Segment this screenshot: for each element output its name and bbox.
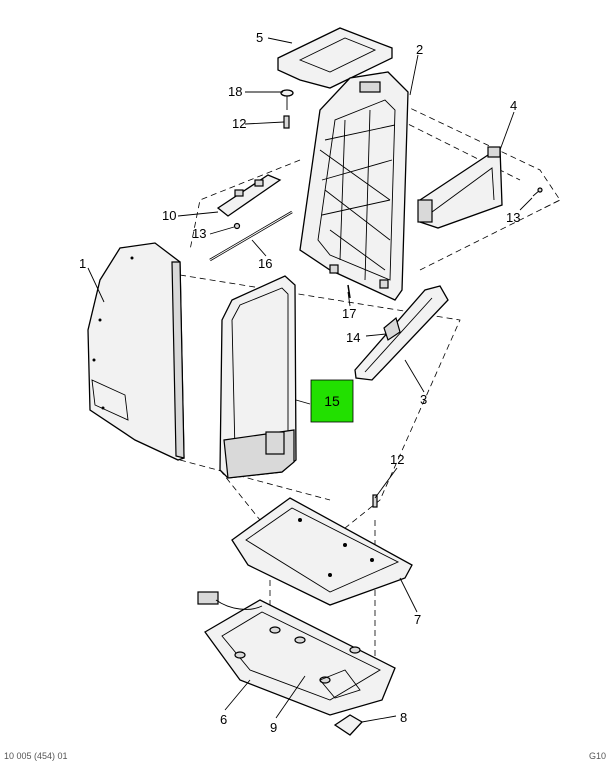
callout-12-lower: 12 — [390, 452, 404, 467]
part-16-rod — [209, 210, 293, 262]
part-17-pin — [347, 284, 351, 299]
callout-16: 16 — [258, 256, 272, 271]
callout-13-right: 13 — [506, 210, 520, 225]
part-12-screw-lower — [372, 494, 378, 508]
part-8-cap — [333, 714, 364, 736]
highlight-label: 15 — [324, 393, 340, 409]
part-13-screw-left — [233, 222, 241, 230]
part-9-bracket — [319, 669, 361, 699]
part-6-base-frame — [197, 591, 396, 716]
callout-14: 14 — [346, 330, 360, 345]
part-12-screw-top — [283, 115, 290, 129]
part-14-clip — [383, 316, 401, 341]
part-18-washer — [280, 89, 294, 110]
footer-left-code: 10 005 (454) 01 — [4, 751, 68, 761]
callout-8: 8 — [400, 710, 407, 725]
part-4-side-bracket — [417, 146, 503, 229]
highlight-box[interactable] — [310, 379, 354, 423]
part-13-screw-right — [532, 187, 543, 197]
part-7-seat-tray — [231, 497, 413, 606]
callout-4: 4 — [510, 98, 517, 113]
callout-5: 5 — [256, 30, 263, 45]
footer-right-code: G10 — [588, 751, 606, 761]
part-15-cushion — [219, 275, 297, 479]
part-5-top-bracket — [277, 27, 393, 89]
callout-9: 9 — [270, 720, 277, 735]
callout-12-top: 12 — [232, 116, 246, 131]
callout-13-left: 13 — [192, 226, 206, 241]
callout-2: 2 — [416, 42, 423, 57]
part-2-back-frame — [299, 71, 409, 301]
callout-17: 17 — [342, 306, 356, 321]
leader-lines — [87, 37, 533, 723]
callout-labels: 5 2 4 18 12 10 13 16 13 1 17 14 3 12 7 6… — [79, 30, 520, 735]
part-3-side-trim — [354, 285, 449, 381]
highlight-part-15[interactable]: 15 — [310, 379, 354, 423]
callout-1: 1 — [79, 256, 86, 271]
callout-10: 10 — [162, 208, 176, 223]
callout-3: 3 — [420, 392, 427, 407]
callout-6: 6 — [220, 712, 227, 727]
part-1-back-cover — [87, 242, 185, 461]
callout-7: 7 — [414, 612, 421, 627]
part-10-plate — [216, 174, 282, 217]
callout-18: 18 — [228, 84, 242, 99]
